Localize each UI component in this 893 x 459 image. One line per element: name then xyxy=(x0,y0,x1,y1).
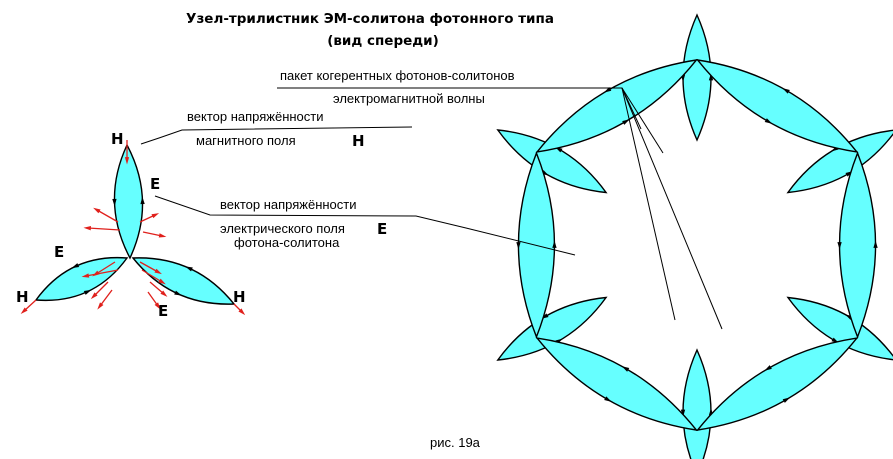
field-vector-head xyxy=(84,226,92,230)
ring-petal xyxy=(840,153,876,337)
field-vector xyxy=(100,290,112,306)
field-vector-head xyxy=(151,213,159,218)
knot-petal-top xyxy=(114,145,142,258)
knot-petal-left xyxy=(36,258,127,301)
label-h-vector-symbol: H xyxy=(352,132,365,150)
ring-petal xyxy=(698,338,857,430)
letter-h-left: H xyxy=(16,288,29,306)
outer-petal xyxy=(683,15,711,140)
ring-petal xyxy=(537,60,696,152)
letter-e-top: E xyxy=(150,175,160,193)
leader-e-vector xyxy=(155,196,575,255)
label-e-vector-line2: электрического поля xyxy=(220,221,345,236)
ring-petal xyxy=(698,60,857,152)
field-vector-head xyxy=(159,233,167,237)
letter-e-bottom: E xyxy=(158,302,168,320)
outer-petal xyxy=(683,350,711,459)
label-e-vector-line3: фотона-солитона xyxy=(234,235,340,250)
label-h-vector-line1: вектор напряжённости xyxy=(187,109,324,124)
label-h-vector-line2: магнитного поля xyxy=(196,133,296,148)
label-packet-line1: пакет когерентных фотонов-солитонов xyxy=(280,68,515,83)
diagram-title-line1: Узел-трилистник ЭМ-солитона фотонного ти… xyxy=(186,11,554,27)
letter-h-top: H xyxy=(111,130,124,148)
letter-e-left: E xyxy=(54,243,64,261)
label-e-vector-line1: вектор напряжённости xyxy=(220,197,357,212)
label-packet-line2: электромагнитной волны xyxy=(333,91,485,106)
field-vector-head xyxy=(93,208,100,214)
ring-petal xyxy=(537,338,696,430)
photon-soliton-star xyxy=(498,15,893,459)
field-vector xyxy=(88,228,120,230)
small-trefoil-knot xyxy=(36,145,234,304)
diagram-title-line2: (вид спереди) xyxy=(327,33,439,49)
figure-caption: рис. 19а xyxy=(430,435,481,450)
knot-petal-right xyxy=(133,258,234,304)
field-vector xyxy=(143,232,162,236)
leader-packet-branch3 xyxy=(622,88,675,320)
letter-h-right: H xyxy=(233,288,246,306)
label-e-vector-symbol: E xyxy=(377,220,387,238)
